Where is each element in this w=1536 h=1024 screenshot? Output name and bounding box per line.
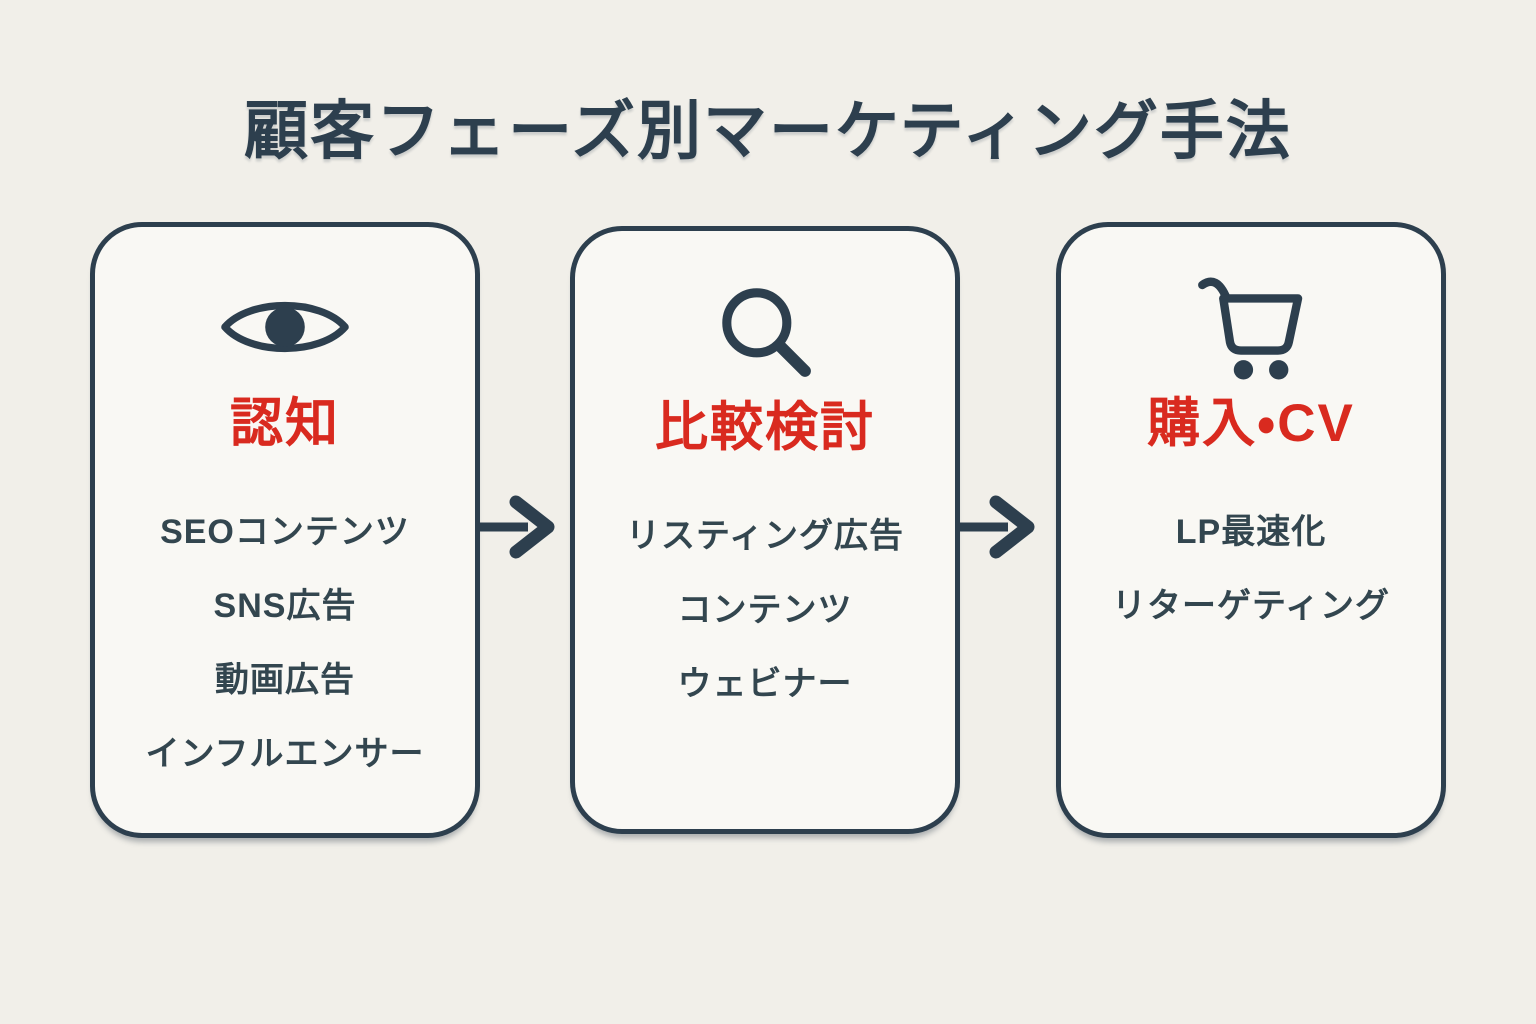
- list-item: SEOコンテンツ: [160, 513, 410, 552]
- phase-heading-awareness: 認知: [230, 394, 340, 453]
- eye-icon: [219, 275, 351, 379]
- phase-item-list: SEOコンテンツ SNS広告 動画広告 インフルエンサー: [146, 495, 425, 791]
- list-item: リターゲティング: [1112, 587, 1390, 626]
- phase-item-list: リスティング広告 コンテンツ ウェビナー: [626, 499, 904, 721]
- phase-card-consideration: 比較検討 リスティング広告 コンテンツ ウェビナー: [570, 226, 960, 834]
- phase-heading-consideration: 比較検討: [655, 398, 875, 457]
- list-item: コンテンツ: [677, 591, 853, 630]
- list-item: リスティング広告: [626, 517, 904, 556]
- phase-heading-purchase: 購入・CV: [1147, 394, 1355, 453]
- phase-card-awareness: 認知 SEOコンテンツ SNS広告 動画広告 インフルエンサー: [90, 222, 480, 838]
- search-icon: [715, 279, 815, 383]
- right-arrow-icon: [478, 495, 558, 559]
- list-item: LP最速化: [1175, 513, 1327, 552]
- phase-card-purchase: 購入・CV LP最速化 リターゲティング: [1056, 222, 1446, 838]
- list-item: SNS広告: [213, 587, 357, 626]
- right-arrow-icon: [958, 495, 1038, 559]
- cart-icon: [1188, 275, 1314, 380]
- list-item: インフルエンサー: [145, 735, 425, 774]
- list-item: ウェビナー: [677, 665, 853, 704]
- page-title: 顧客フェーズ別マーケティング手法: [244, 95, 1292, 167]
- list-item: 動画広告: [214, 661, 355, 700]
- phase-item-list: LP最速化 リターゲティング: [1112, 495, 1390, 643]
